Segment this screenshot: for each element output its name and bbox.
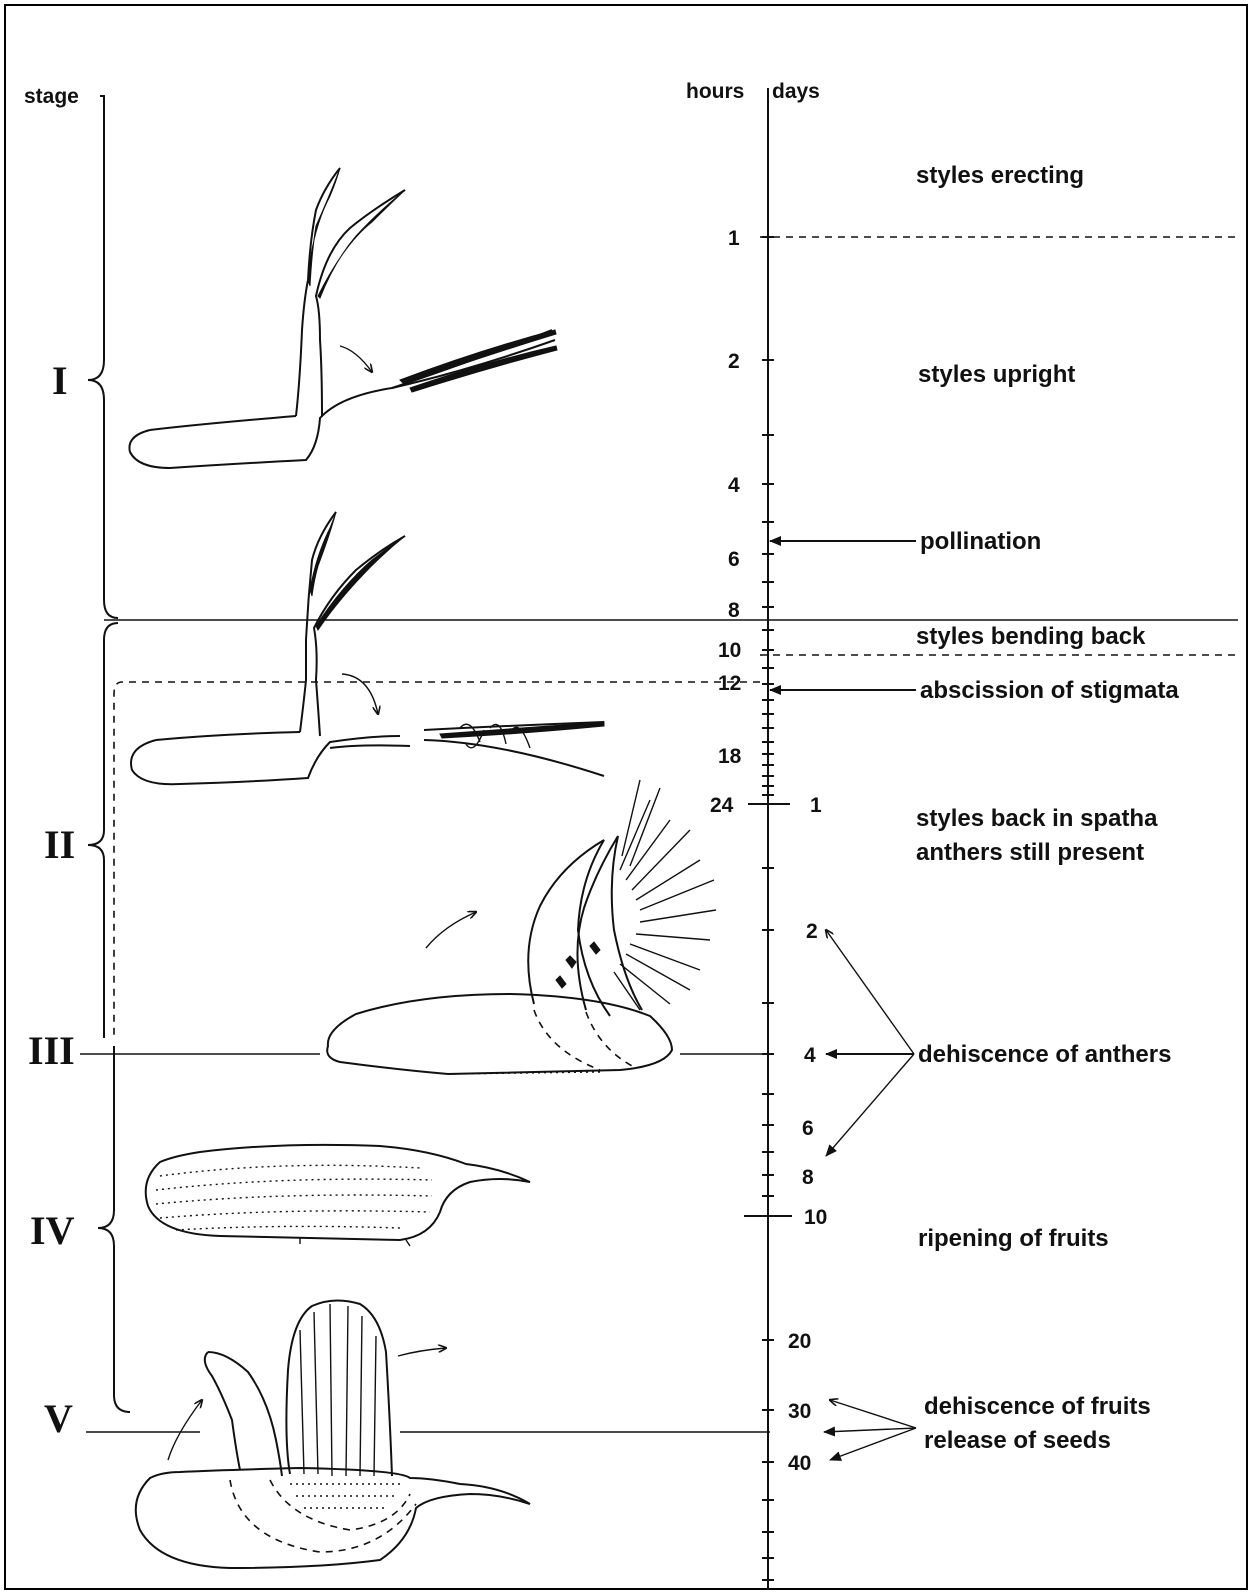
hour-tick-10: 10: [718, 639, 741, 662]
event-styles-back-line2: anthers still present: [916, 839, 1144, 866]
event-dehiscence-fruits: dehiscence of fruits: [924, 1393, 1151, 1420]
stage-III-arrow: [426, 912, 476, 948]
event-annotations: styles erecting styles upright pollinati…: [770, 162, 1179, 1460]
erecting-arrow: [340, 346, 372, 372]
timeline-axis: hours days 1 2: [686, 80, 827, 1590]
dehiscence-fruits-arrows: [824, 1400, 916, 1460]
day-tick-10: 10: [804, 1206, 827, 1229]
event-abscission: abscission of stigmata: [920, 677, 1179, 704]
event-pollination: pollination: [920, 528, 1041, 555]
stage-V-arrow-right: [398, 1348, 446, 1356]
event-styles-back-line1: styles back in spatha: [916, 805, 1158, 832]
brace-stage-I: [88, 96, 118, 618]
fruit-hatching: [156, 1165, 432, 1230]
stage-IV-label: IV: [30, 1208, 75, 1253]
stage-III-flower-drawing: [327, 780, 716, 1074]
day-tick-20: 20: [788, 1330, 811, 1353]
day-tick-8: 8: [802, 1166, 814, 1189]
day-tick-40: 40: [788, 1452, 811, 1475]
hour-tick-4: 4: [728, 474, 740, 497]
day-tick-1: 1: [810, 794, 822, 817]
stage-I-label: I: [52, 358, 68, 403]
stage-II-flower-drawing: [131, 512, 604, 784]
event-release-seeds: release of seeds: [924, 1427, 1111, 1454]
anther-pollen-strokes: [614, 780, 716, 1010]
bending-arrow: [342, 674, 378, 714]
dehiscence-anthers-arrows: [826, 930, 914, 1156]
event-styles-bending-back: styles bending back: [916, 623, 1146, 650]
hour-tick-8: 8: [728, 599, 740, 622]
brace-stage-IV: [98, 1046, 130, 1412]
day-tick-30: 30: [788, 1400, 811, 1423]
stage-IV-fruit-drawing: [146, 1145, 530, 1246]
hour-tick-12: 12: [718, 672, 741, 695]
day-tick-4: 4: [804, 1044, 816, 1067]
event-styles-erecting: styles erecting: [916, 162, 1084, 189]
hour-tick-24: 24: [710, 794, 734, 817]
days-label: days: [772, 80, 820, 103]
event-ripening: ripening of fruits: [918, 1225, 1109, 1252]
event-dehiscence-anthers: dehiscence of anthers: [918, 1041, 1171, 1068]
stage-bracket: stage I II III IV V: [24, 85, 760, 1441]
hour-tick-6: 6: [728, 548, 740, 571]
stage-V-label: V: [44, 1396, 73, 1441]
stage-II-label: II: [44, 822, 75, 867]
stage-I-flower-drawing: [129, 168, 557, 468]
stage-V-fruit-drawing: [136, 1300, 530, 1568]
hour-tick-18: 18: [718, 745, 742, 768]
day-tick-2: 2: [806, 920, 818, 943]
hour-tick-2: 2: [728, 350, 740, 373]
stage-axis-label: stage: [24, 85, 79, 108]
hour-tick-1: 1: [728, 227, 740, 250]
stage-III-label: III: [28, 1028, 75, 1073]
stage-V-arrow-left: [168, 1400, 202, 1460]
event-styles-upright: styles upright: [918, 361, 1075, 388]
day-tick-6: 6: [802, 1117, 814, 1140]
hours-label: hours: [686, 80, 744, 103]
